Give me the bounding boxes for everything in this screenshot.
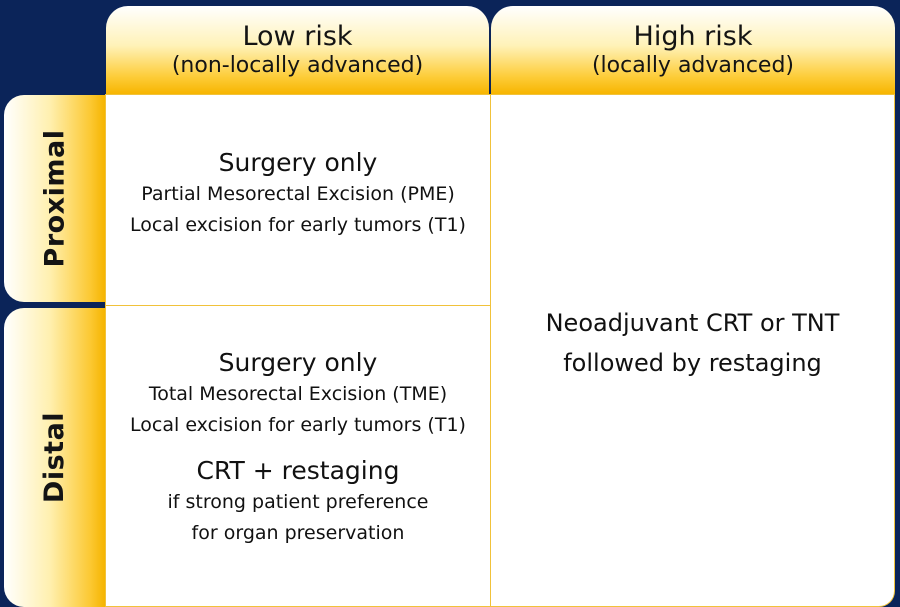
- column-title-high-risk: High risk: [633, 20, 753, 52]
- column-subtitle-low-risk: (non-locally advanced): [171, 52, 424, 78]
- row-header-proximal: Proximal: [4, 95, 105, 302]
- row-label-distal: Distal: [39, 411, 70, 504]
- cell-line: Partial Mesorectal Excision (PME): [141, 183, 455, 205]
- cell-line: followed by restaging: [563, 348, 822, 377]
- column-header-low-risk: Low risk (non-locally advanced): [106, 6, 489, 94]
- cell-high-risk: Neoadjuvant CRT or TNT followed by resta…: [490, 94, 895, 607]
- row-header-distal: Distal: [4, 308, 105, 607]
- column-subtitle-high-risk: (locally advanced): [591, 52, 795, 78]
- cell-line: for organ preservation: [191, 522, 405, 544]
- cell-proximal-low-risk: Surgery only Partial Mesorectal Excision…: [105, 94, 491, 306]
- column-header-high-risk: High risk (locally advanced): [491, 6, 895, 94]
- spacer: [106, 441, 490, 455]
- cell-line: if strong patient preference: [167, 491, 429, 513]
- cell-distal-low-risk: Surgery only Total Mesorectal Excision (…: [105, 305, 491, 607]
- cell-line: Total Mesorectal Excision (TME): [148, 383, 448, 405]
- cell-line: Local excision for early tumors (T1): [130, 214, 466, 236]
- cell-line: Local excision for early tumors (T1): [130, 414, 466, 436]
- column-title-low-risk: Low risk: [242, 20, 353, 52]
- cell-heading-secondary: CRT + restaging: [196, 456, 400, 485]
- cell-line: Neoadjuvant CRT or TNT: [545, 308, 840, 337]
- row-label-proximal: Proximal: [39, 129, 70, 268]
- cell-heading: Surgery only: [218, 148, 378, 177]
- cell-heading: Surgery only: [218, 348, 378, 377]
